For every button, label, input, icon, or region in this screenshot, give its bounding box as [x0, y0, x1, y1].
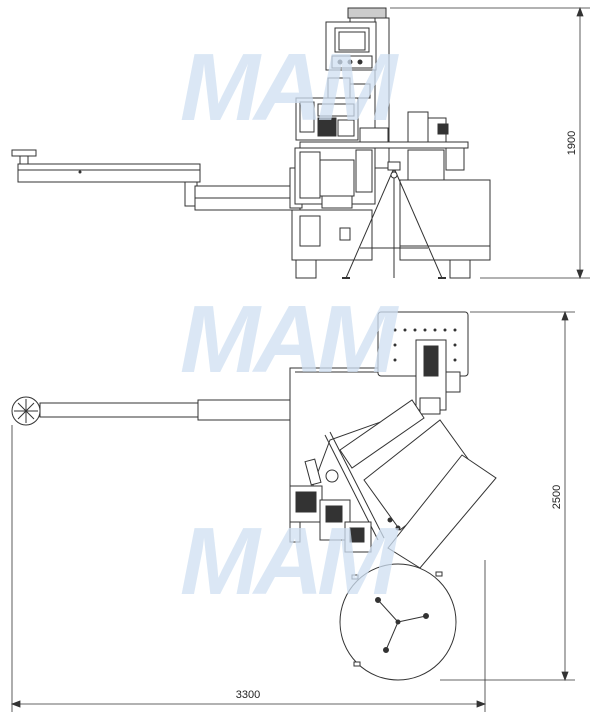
- front-main-body: [291, 147, 491, 279]
- front-upper-mechanism: [295, 97, 469, 149]
- front-stand: [342, 161, 446, 279]
- width-label: 3300: [236, 689, 260, 701]
- watermark-1: MAM: [180, 34, 399, 141]
- top-diagonal-beam: [324, 399, 497, 569]
- top-round-table: [339, 563, 457, 681]
- width-dimension: [10, 425, 487, 712]
- front-view: [11, 7, 491, 279]
- top-arm: [11, 396, 339, 426]
- height-label: 1900: [566, 131, 578, 155]
- top-base-plate: [289, 311, 469, 543]
- height-dimension: [390, 6, 590, 280]
- top-view: [11, 311, 497, 681]
- depth-label: 2500: [551, 485, 563, 509]
- watermark-2: MAM: [180, 286, 399, 393]
- watermark-3: MAM: [180, 508, 399, 615]
- depth-dimension: [440, 310, 575, 682]
- top-trimming-units: [289, 458, 401, 553]
- front-arm: [11, 149, 303, 211]
